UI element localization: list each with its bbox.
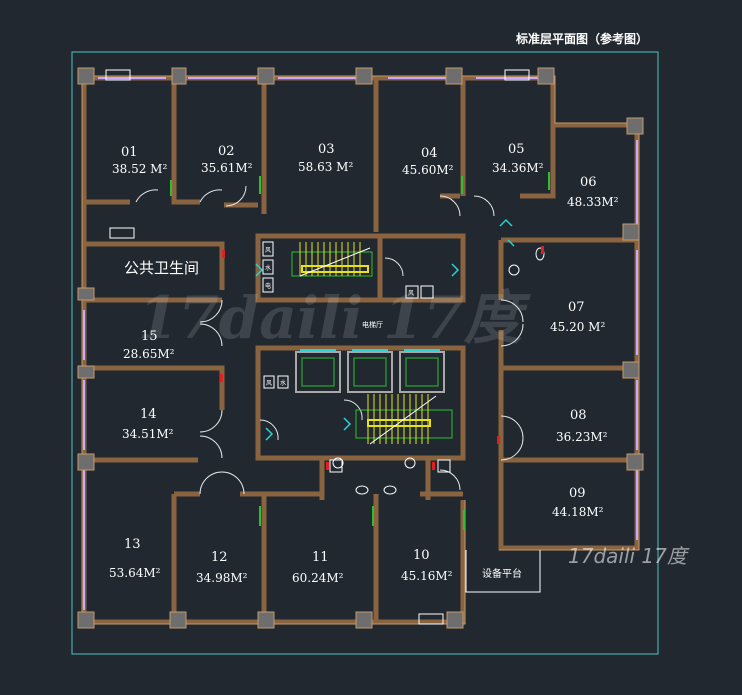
- room-area: 48.33M²: [567, 195, 619, 209]
- room-number: 06: [580, 175, 597, 190]
- columns: [77, 67, 644, 629]
- elevator-hall-label: 电梯厅: [362, 320, 383, 329]
- shaft-label-shui: 水: [265, 264, 271, 272]
- plan-title: 标准层平面图（参考图）: [515, 31, 648, 46]
- room-area: 38.52 M²: [112, 162, 167, 176]
- room-area: 58.63 M²: [298, 160, 353, 174]
- room-number: 15: [141, 329, 158, 344]
- room-number: 04: [421, 146, 438, 161]
- svg-text:17daili 17度: 17daili 17度: [138, 284, 531, 352]
- windows: [83, 77, 638, 610]
- shaft-label-feng-2: 风: [408, 290, 414, 297]
- watermark-corner: 17daili 17度: [568, 544, 690, 568]
- svg-text:17daili 17度: 17daili 17度: [568, 544, 690, 568]
- equipment-platform-outline: [465, 550, 541, 593]
- shafts: [262, 241, 451, 473]
- room-area: 45.20 M²: [550, 320, 605, 334]
- drawing-frame: [71, 51, 659, 655]
- shaft-label-feng: 风: [265, 247, 271, 254]
- room-area: 36.23M²: [556, 430, 608, 444]
- room-number: 10: [413, 548, 430, 563]
- room-number: 07: [568, 300, 585, 315]
- shaft-label-feng-3: 风: [266, 380, 272, 387]
- elevators: [295, 349, 445, 393]
- room-number: 09: [569, 486, 586, 501]
- room-area: 35.61M²: [201, 161, 253, 175]
- room-area: 60.24M²: [292, 571, 344, 585]
- room-number: 14: [140, 407, 157, 422]
- ac-units: [105, 69, 530, 625]
- room-number: 01: [121, 145, 138, 160]
- room-area: 34.98M²: [196, 571, 248, 585]
- room-labels: 01 38.52 M² 02 35.61M² 03 58.63 M² 04 45…: [109, 142, 619, 585]
- shaft-label-dian: 电: [265, 282, 271, 290]
- room-area: 28.65M²: [123, 347, 175, 361]
- room-number: 12: [211, 550, 228, 565]
- door-leaves: [170, 172, 550, 530]
- room-number: 11: [312, 550, 329, 565]
- red-markers: [220, 246, 544, 470]
- public-toilet-label: 公共卫生间: [124, 259, 199, 277]
- room-area: 34.36M²: [492, 161, 544, 175]
- stair-south: [355, 394, 453, 445]
- stair-north: [291, 242, 373, 277]
- room-number: 03: [318, 142, 335, 157]
- room-area: 45.60M²: [402, 163, 454, 177]
- room-number: 05: [508, 142, 525, 157]
- watermark-center: 17daili 17度: [138, 284, 531, 352]
- room-number: 08: [570, 408, 587, 423]
- room-area: 44.18M²: [552, 505, 604, 519]
- room-number: 13: [124, 537, 141, 552]
- pipe-marks: [255, 218, 515, 441]
- doors: [135, 185, 524, 495]
- shaft-label-shui-2: 水: [280, 379, 286, 387]
- room-area: 34.51M²: [122, 427, 174, 441]
- room-number: 02: [218, 144, 235, 159]
- equipment-platform-label: 设备平台: [482, 567, 522, 580]
- room-area: 45.16M²: [401, 569, 453, 583]
- room-area: 53.64M²: [109, 566, 161, 580]
